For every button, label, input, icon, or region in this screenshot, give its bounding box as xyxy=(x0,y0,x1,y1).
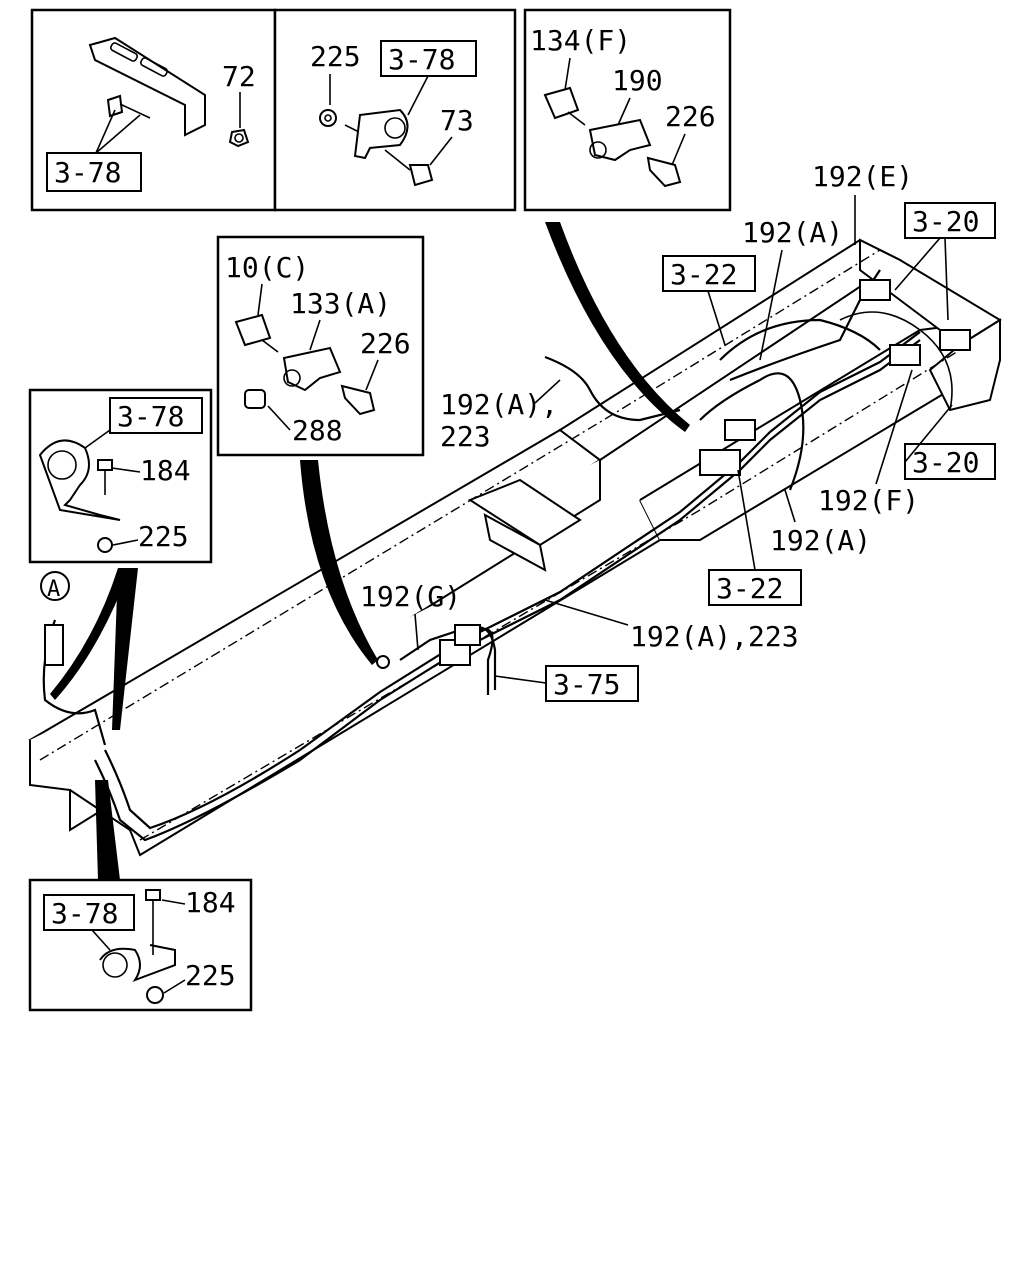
bracket xyxy=(88,36,206,137)
label-72: 72 xyxy=(222,60,256,93)
bolt-head xyxy=(106,94,124,118)
elbow-134f xyxy=(543,86,580,120)
rear-valve-left xyxy=(859,279,891,301)
nut-225 xyxy=(146,986,164,1004)
nut-72 xyxy=(228,128,250,148)
ref-3-20-bottom: 3-20 xyxy=(912,446,979,479)
ref-3-78: 3-78 xyxy=(51,897,118,930)
bolt-head-184 xyxy=(145,889,161,901)
inset-2: 225 3-78 73 xyxy=(273,8,517,212)
bolt-226 xyxy=(340,384,376,416)
ref-box-3-78 xyxy=(43,894,135,931)
ref-box-3-22-top xyxy=(662,255,756,292)
clamp xyxy=(353,108,409,160)
clamp xyxy=(38,439,121,521)
label-192a-top: 192(A) xyxy=(742,216,843,249)
label-226: 226 xyxy=(665,100,716,133)
inset-5: 3-78 184 225 xyxy=(28,388,213,564)
label-225: 225 xyxy=(185,959,236,992)
rear-valve-right xyxy=(939,329,971,351)
ref-box-3-20-top xyxy=(904,202,996,239)
inset-4: 10(C) 133(A) 226 288 xyxy=(216,235,425,457)
label-73: 73 xyxy=(440,104,474,137)
bolt-226 xyxy=(646,156,682,188)
clip xyxy=(376,655,390,669)
inset-3: 134(F) 190 226 xyxy=(523,8,732,212)
main-labels: 192(E) 192(A) 3-20 3-22 192(A), 223 3-20… xyxy=(40,160,996,702)
frame-components xyxy=(44,279,971,669)
ref-3-78: 3-78 xyxy=(117,400,184,433)
callout-circle-a xyxy=(40,571,70,601)
nut-225 xyxy=(97,537,113,553)
nut-225 xyxy=(319,109,337,127)
valve-block xyxy=(699,449,741,476)
label-192a-223-mid: 192(A),223 xyxy=(630,620,799,653)
label-225: 225 xyxy=(310,40,361,73)
brake-pipes xyxy=(42,269,921,842)
bolt-head-184 xyxy=(97,459,113,471)
label-134f: 134(F) xyxy=(530,24,631,57)
fitting-288 xyxy=(244,389,266,409)
ref-box-3-20-bottom xyxy=(904,443,996,480)
label-184: 184 xyxy=(140,454,191,487)
label-192g: 192(G) xyxy=(360,580,461,613)
ref-box-3-78 xyxy=(380,40,477,77)
label-192f: 192(F) xyxy=(818,484,919,517)
inset-1: 72 3-78 xyxy=(30,8,277,212)
label-184: 184 xyxy=(185,886,236,919)
label-133a: 133(A) xyxy=(290,287,391,320)
inset-6: 3-78 184 225 xyxy=(28,878,253,1012)
ref-box-3-75 xyxy=(545,665,639,702)
ref-3-78: 3-78 xyxy=(54,156,121,189)
ref-3-22-bottom: 3-22 xyxy=(716,572,783,605)
elbow-10c xyxy=(234,313,272,347)
ref-box-3-78 xyxy=(46,152,142,192)
label-192a-223-line1: 192(A), xyxy=(440,388,558,421)
label-192a-right: 192(A) xyxy=(770,524,871,557)
label-288: 288 xyxy=(292,414,343,447)
bolt-73 xyxy=(408,164,434,187)
callout-wedges xyxy=(50,222,690,880)
label-192a-223-line2: 223 xyxy=(440,420,491,453)
rear-valve-mid xyxy=(889,344,921,366)
label-225: 225 xyxy=(138,520,189,553)
ref-box-3-22-bottom xyxy=(708,569,802,606)
tee-133a xyxy=(282,346,342,392)
label-192e: 192(E) xyxy=(812,160,913,193)
ref-3-75: 3-75 xyxy=(553,668,620,701)
label-circle-a: A xyxy=(47,577,60,602)
ref-box-3-78 xyxy=(109,397,203,434)
hose-connector-a xyxy=(44,624,64,666)
label-190: 190 xyxy=(612,64,663,97)
ref-3-20-top: 3-20 xyxy=(912,205,979,238)
ref-3-22-top: 3-22 xyxy=(670,258,737,291)
label-10c: 10(C) xyxy=(225,251,309,284)
tee-190 xyxy=(588,118,652,162)
ref-3-78: 3-78 xyxy=(388,43,455,76)
label-226: 226 xyxy=(360,327,411,360)
